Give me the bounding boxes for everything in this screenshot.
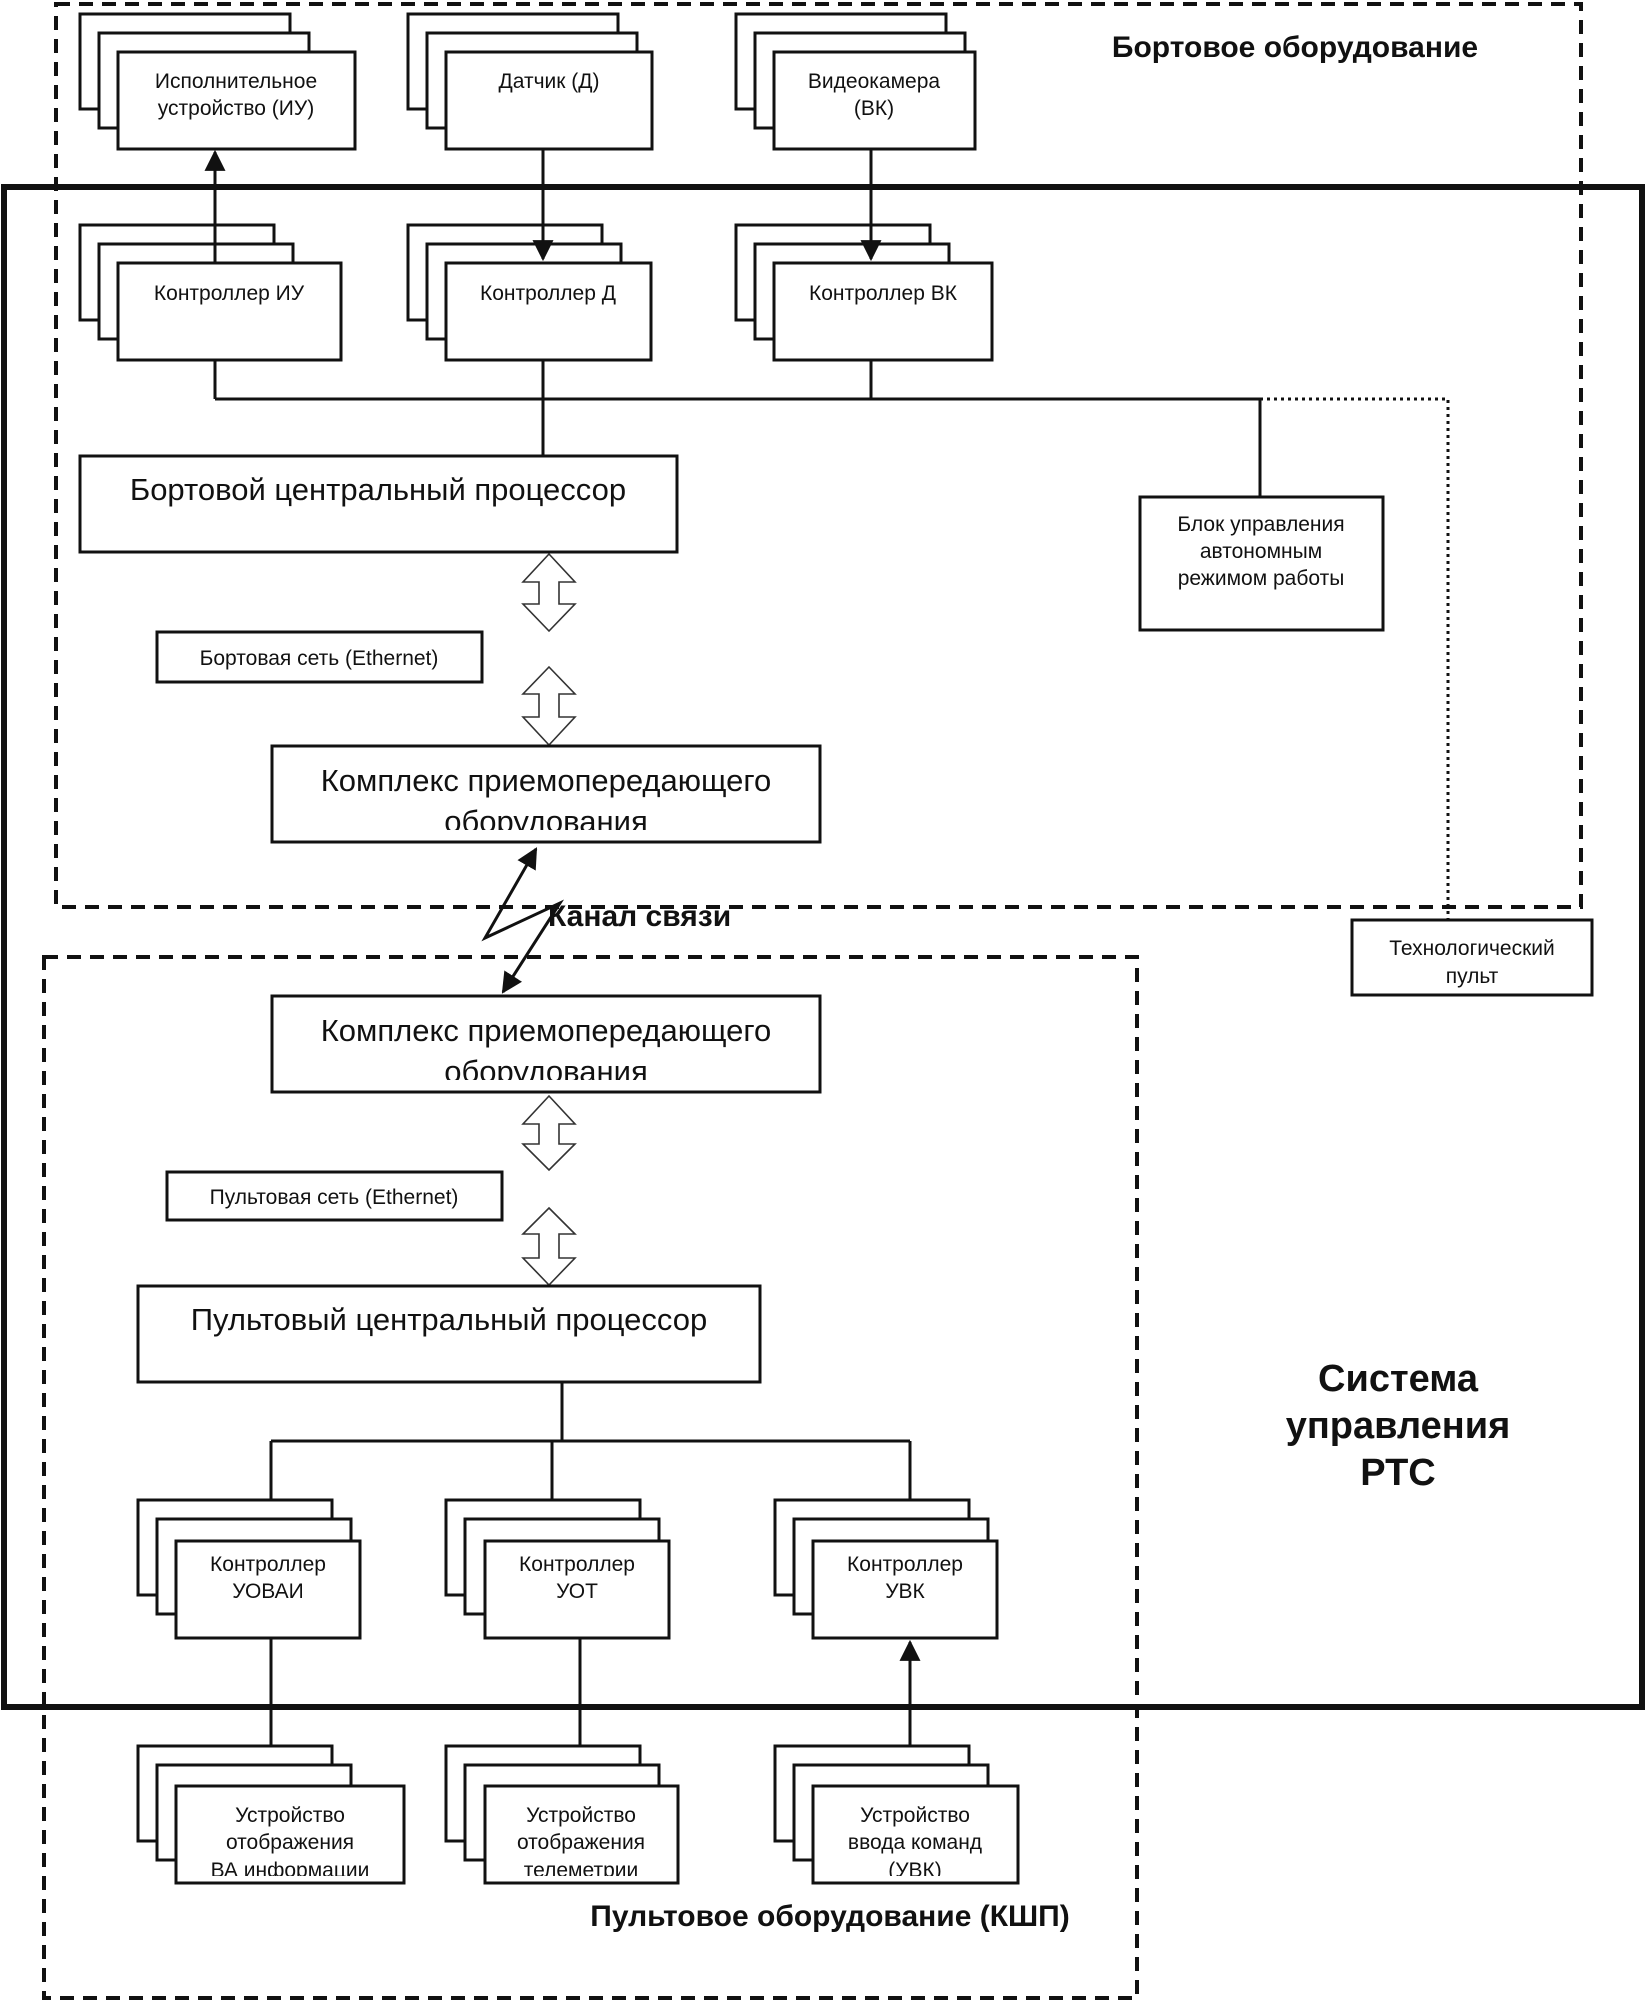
onboard-equipment-frame [54, 2, 1583, 909]
console-network-label: Пультовая сеть (Ethernet) [210, 1186, 459, 1209]
autonomous-mode-label-line2: автономным [1200, 540, 1322, 563]
command-input-label-line2: ввода команд [848, 1831, 982, 1854]
telemetry-display-label-line2: отображения [517, 1831, 645, 1854]
console-equipment-title: Пультовое оборудование (КШП) [590, 1900, 1069, 1933]
onboard-network-label: Бортовая сеть (Ethernet) [200, 647, 439, 670]
onboard-transceiver-box [270, 744, 822, 844]
actuator-device-stack: Исполнительное устройство (ИУ) [78, 12, 357, 151]
onboard-transceiver-label-line1: Комплекс приемопередающего [321, 763, 772, 798]
onboard-network-double-arrow-upper [521, 552, 577, 633]
display-va-info-label-line2: отображения [226, 1831, 354, 1854]
controller-uovai-stack: Контроллер УОВАИ [136, 1498, 362, 1640]
control-system-title-line3: РТС [1360, 1452, 1436, 1494]
control-system-title: Система управления РТС [1286, 1358, 1511, 1494]
controller-uvk-label-line1: Контроллер [847, 1553, 963, 1576]
camera-controller-label: Контроллер ВК [809, 282, 958, 305]
controller-uovai-label-line2: УОВАИ [232, 1580, 303, 1603]
command-input-device-stack: Устройство ввода команд (УВК) [773, 1744, 1020, 1885]
controller-uot-stack: Контроллер УОТ [444, 1498, 671, 1640]
sensor-controller-label: Контроллер Д [480, 282, 616, 305]
console-transceiver-box [270, 994, 822, 1094]
communication-channel-link [481, 847, 565, 994]
communication-channel-label: Канал связи [548, 900, 731, 933]
telemetry-display-label-line3: телеметрии [524, 1859, 638, 1882]
controller-uvk-label-line2: УВК [885, 1580, 925, 1603]
controller-uovai-label-line1: Контроллер [210, 1553, 326, 1576]
camera-device-label-line1: Видеокамера [808, 70, 940, 93]
telemetry-display-device-stack: Устройство отображения телеметрии [444, 1744, 680, 1885]
onboard-bus [213, 360, 1262, 497]
autonomous-mode-box [1138, 495, 1385, 632]
controller-uvk-stack: Контроллер УВК [773, 1498, 999, 1640]
display-va-info-label-line1: Устройство [235, 1804, 345, 1827]
tech-console-label-line2: пульт [1446, 965, 1499, 988]
control-system-frame [1, 184, 1645, 1710]
display-va-info-device-stack: Устройство отображения ВА информации [136, 1744, 406, 1885]
autonomous-mode-label-line1: Блок управления [1177, 513, 1344, 536]
onboard-cpu-box [78, 454, 679, 554]
camera-device-label-line2: (ВК) [854, 97, 894, 120]
control-system-title-line1: Система [1318, 1358, 1479, 1400]
control-system-title-line2: управления [1286, 1405, 1511, 1447]
autonomous-mode-label-line3: режимом работы [1178, 567, 1345, 590]
command-input-label-line3: (УВК) [888, 1859, 942, 1882]
sensor-controller-stack: Контроллер Д [406, 223, 653, 362]
sensor-device-stack: Датчик (Д) [406, 12, 654, 151]
tech-console-label-line1: Технологический [1389, 937, 1555, 960]
telemetry-display-label-line1: Устройство [526, 1804, 636, 1827]
actuator-device-label-line2: устройство (ИУ) [158, 97, 314, 120]
actuator-device-label-line1: Исполнительное [155, 70, 317, 93]
command-input-label-line1: Устройство [860, 1804, 970, 1827]
tech-console-box [1350, 918, 1594, 997]
console-transceiver-label-line2: оборудования [444, 1054, 648, 1089]
tech-console-dotted-link [1260, 397, 1450, 920]
onboard-network-double-arrow-lower [521, 665, 577, 747]
onboard-equipment-title: Бортовое оборудование [1112, 31, 1478, 64]
camera-device-stack: Видеокамера (ВК) [734, 12, 977, 151]
controller-uot-label-line1: Контроллер [519, 1553, 635, 1576]
actuator-controller-stack: Контроллер ИУ [78, 223, 343, 362]
onboard-cpu-label: Бортовой центральный процессор [130, 472, 626, 507]
console-network-double-arrow-upper [521, 1094, 577, 1172]
display-va-info-label-line3: ВА информации [211, 1859, 370, 1882]
controller-uot-label-line2: УОТ [556, 1580, 598, 1603]
console-equipment-frame [42, 955, 1139, 2000]
console-cpu-label: Пультовый центральный процессор [191, 1302, 707, 1337]
onboard-transceiver-label-line2: оборудования [444, 804, 648, 839]
camera-controller-stack: Контроллер ВК [734, 223, 994, 362]
console-network-box [165, 1170, 504, 1222]
onboard-network-box [155, 630, 484, 684]
console-network-double-arrow-lower [521, 1206, 577, 1287]
console-transceiver-label-line1: Комплекс приемопередающего [321, 1013, 772, 1048]
sensor-device-label: Датчик (Д) [499, 70, 600, 93]
actuator-controller-label: Контроллер ИУ [154, 282, 305, 305]
console-cpu-box [136, 1284, 762, 1384]
